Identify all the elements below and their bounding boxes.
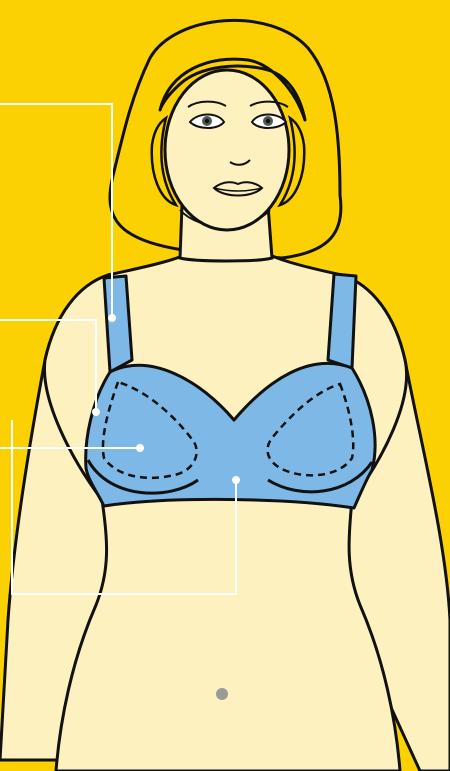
mouth — [214, 182, 262, 195]
bra-strap-left — [328, 274, 356, 368]
navel — [216, 688, 228, 700]
callout-side-panel-dot — [92, 408, 100, 416]
bra-strap-right — [104, 276, 132, 372]
face — [165, 70, 289, 230]
callout-strap-dot — [108, 314, 116, 322]
left-eye — [190, 115, 224, 129]
callout-center-band-dot — [232, 476, 240, 484]
callout-cup-dot — [136, 444, 144, 452]
right-eye — [252, 115, 286, 129]
